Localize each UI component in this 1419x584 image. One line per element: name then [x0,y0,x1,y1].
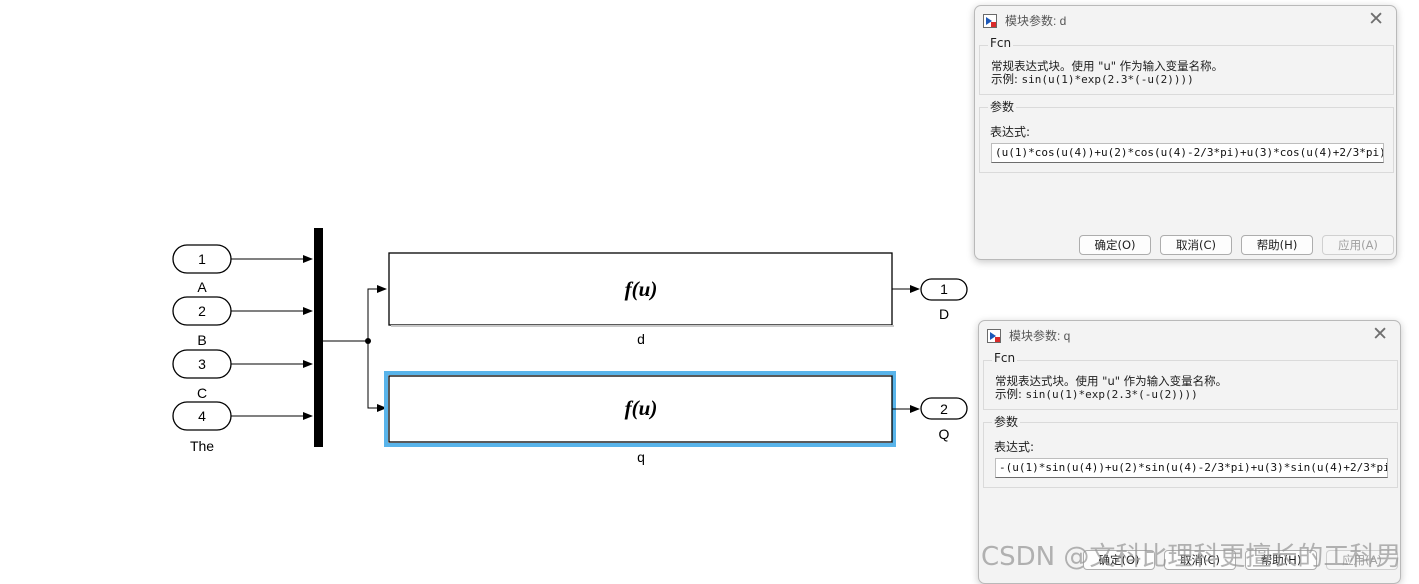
outport-number: 1 [940,281,948,297]
expression-input[interactable]: -(u(1)*sin(u(4))+u(2)*sin(u(4)-2/3*pi)+u… [995,458,1388,478]
block-params-dialog-d: 模块参数: d ✕ Fcn 常规表达式块。使用 "u" 作为输入变量名称。 示例… [974,5,1397,260]
apply-button[interactable]: 应用(A) [1326,550,1398,570]
inport-number: 1 [198,251,206,267]
example-code: sin(u(1)*exp(2.3*(-u(2)))) [1021,73,1194,86]
ok-button[interactable]: 确定(O) [1083,550,1155,570]
outport-label: D [939,306,949,322]
help-button[interactable]: 帮助(H) [1245,550,1317,570]
ok-button[interactable]: 确定(O) [1079,235,1151,255]
parameters-group: 参数 表达式: (u(1)*cos(u(4))+u(2)*cos(u(4)-2/… [979,98,1394,173]
fcn-block-d[interactable]: f(u) [388,252,894,327]
signal-line[interactable] [367,285,387,341]
outport-label: Q [939,426,950,442]
inport-number: 4 [198,408,206,424]
example-code: sin(u(1)*exp(2.3*(-u(2)))) [1025,388,1198,401]
group-title: 参数 [988,98,1017,115]
fcn-block-label: q [637,449,645,465]
close-icon[interactable]: ✕ [1368,9,1384,30]
apply-button[interactable]: 应用(A) [1322,235,1394,255]
group-title: 参数 [992,413,1021,430]
dialog-titlebar[interactable]: 模块参数: q ✕ [979,321,1400,350]
inport-block-4[interactable]: 4 [172,401,232,431]
parameters-group: 参数 表达式: -(u(1)*sin(u(4))+u(2)*sin(u(4)-2… [983,413,1398,488]
inport-block-2[interactable]: 2 [172,296,232,326]
simulink-block-icon [983,13,997,28]
dialog-title: 模块参数: q [1009,329,1071,343]
inport-block-3[interactable]: 3 [172,349,232,379]
inport-label: A [197,279,207,295]
expression-input[interactable]: (u(1)*cos(u(4))+u(2)*cos(u(4)-2/3*pi)+u(… [991,143,1384,163]
block-params-dialog-q: 模块参数: q ✕ Fcn 常规表达式块。使用 "u" 作为输入变量名称。 示例… [978,320,1401,584]
description-text: 常规表达式块。使用 "u" 作为输入变量名称。 [995,374,1228,388]
group-title: Fcn [988,36,1014,50]
dialog-titlebar[interactable]: 模块参数: d ✕ [975,6,1396,35]
inport-number: 3 [198,356,206,372]
expression-label: 表达式: [990,125,1031,139]
fcn-expression-display: f(u) [625,396,658,420]
outport-block-1[interactable]: 1 [920,278,968,301]
inport-label: C [197,385,207,401]
cancel-button[interactable]: 取消(C) [1164,550,1236,570]
group-title: Fcn [992,351,1018,365]
example-text: 示例: sin(u(1)*exp(2.3*(-u(2)))) [991,72,1194,87]
fcn-block-q[interactable]: f(u) [384,371,896,447]
inport-label: The [190,438,214,454]
description-group: Fcn 常规表达式块。使用 "u" 作为输入变量名称。 示例: sin(u(1)… [983,351,1398,410]
watermark-text: CSDN @文科比理科更擅长的工科男 [981,542,1402,572]
close-icon[interactable]: ✕ [1372,324,1388,345]
example-label: 示例: [995,387,1026,401]
description-group: Fcn 常规表达式块。使用 "u" 作为输入变量名称。 示例: sin(u(1)… [979,36,1394,95]
signal-line[interactable] [367,341,387,412]
inport-block-1[interactable]: 1 [172,244,232,274]
dialog-title: 模块参数: d [1005,14,1067,28]
inport-label: B [197,332,206,348]
fcn-expression-display: f(u) [625,277,658,301]
simulink-block-icon [987,328,1001,343]
help-button[interactable]: 帮助(H) [1241,235,1313,255]
inport-number: 2 [198,303,206,319]
outport-number: 2 [940,401,948,417]
mux-block[interactable] [314,228,323,447]
fcn-block-label: d [637,331,645,347]
outport-block-2[interactable]: 2 [920,397,968,420]
description-text: 常规表达式块。使用 "u" 作为输入变量名称。 [991,59,1224,73]
example-text: 示例: sin(u(1)*exp(2.3*(-u(2)))) [995,387,1198,402]
expression-label: 表达式: [994,440,1035,454]
cancel-button[interactable]: 取消(C) [1160,235,1232,255]
example-label: 示例: [991,72,1022,86]
